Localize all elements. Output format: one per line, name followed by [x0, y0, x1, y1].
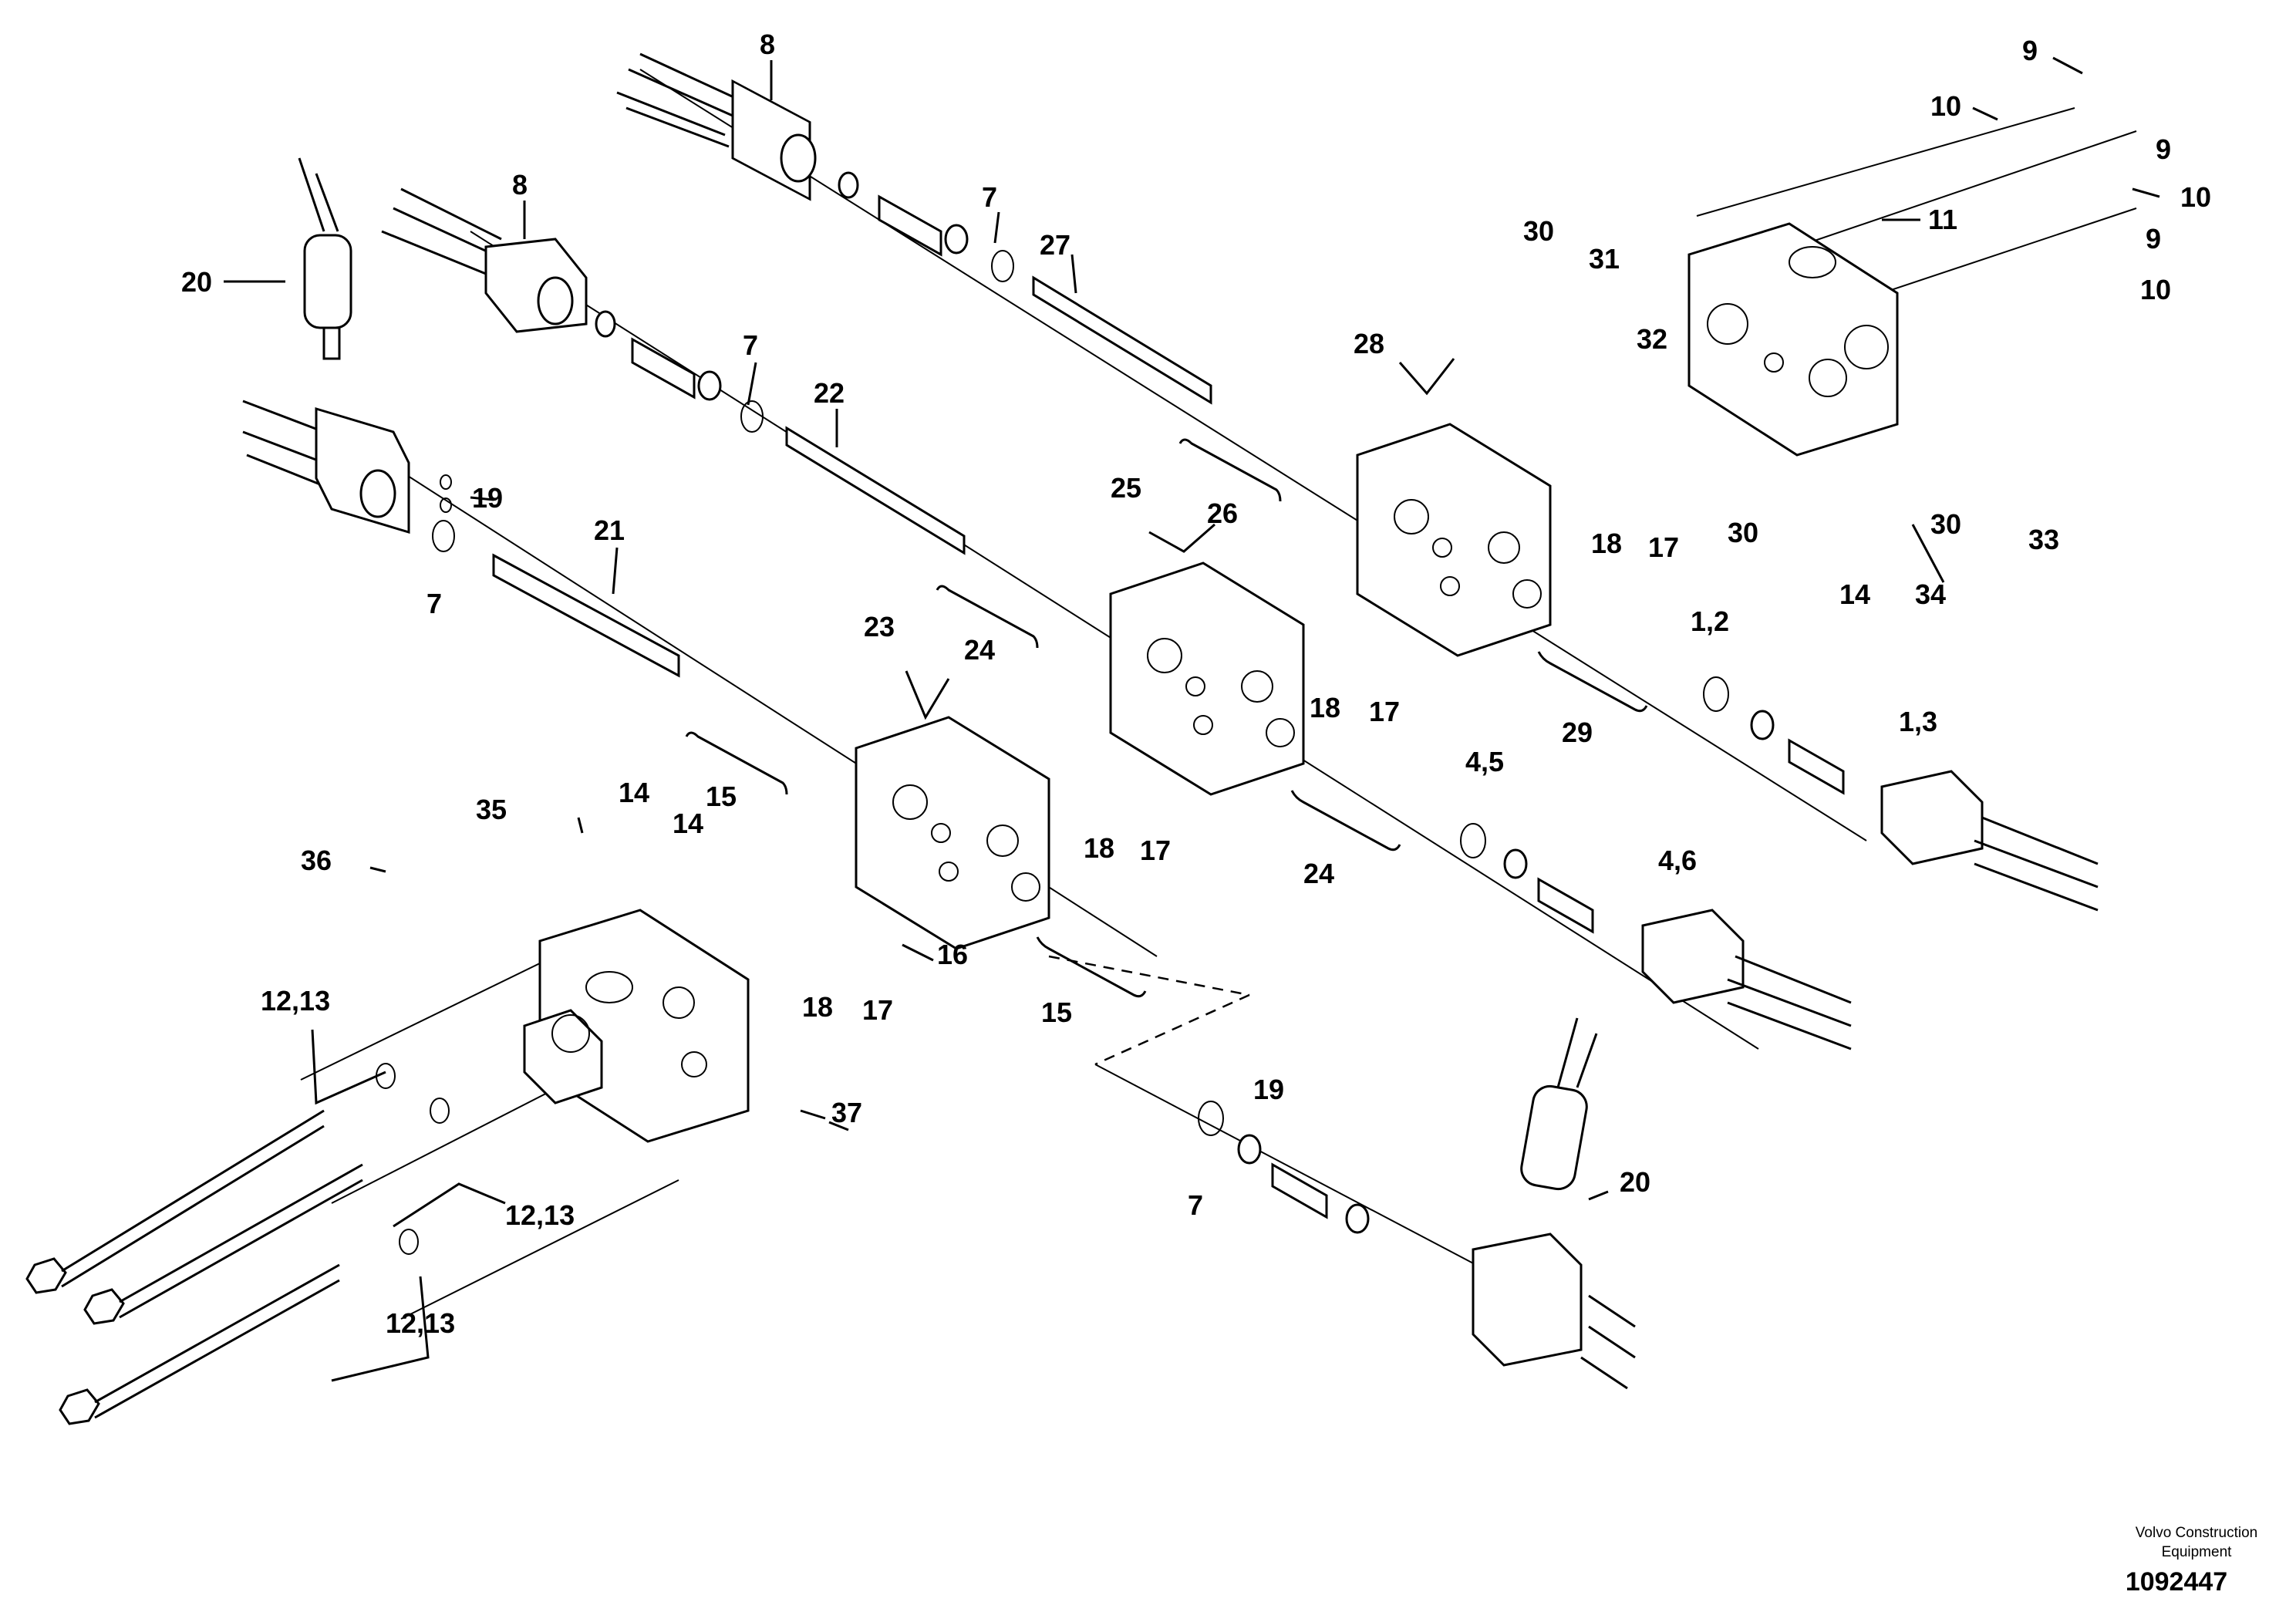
part-label: 1,2 — [1691, 605, 1729, 637]
valve-section-25 — [1109, 561, 1305, 796]
part-label: 17 — [1140, 835, 1171, 866]
part-label: 12,13 — [505, 1199, 575, 1231]
part-label: 23 — [864, 611, 895, 642]
part-label: 18 — [1591, 528, 1622, 559]
part-label: 37 — [831, 1097, 862, 1128]
part-label: 17 — [862, 994, 893, 1026]
part-label: 9 — [2156, 133, 2171, 165]
second-spool-assembly — [381, 187, 966, 555]
part-label: 20 — [181, 266, 212, 298]
part-label: 16 — [937, 939, 968, 970]
part-labels: 8 8 9 9 9 10 10 10 11 30 31 32 30 30 33 … — [181, 29, 2211, 1339]
part-label: 10 — [2180, 181, 2211, 213]
part-label: 10 — [2140, 274, 2171, 305]
part-label: 17 — [1369, 696, 1400, 727]
spring-caps-right — [1460, 676, 2099, 1050]
bottom-right-solenoid-assembly — [1198, 1017, 1636, 1390]
part-label: 4,6 — [1658, 845, 1697, 876]
drawing-number: 1092447 — [2126, 1567, 2227, 1597]
part-label: 9 — [2146, 223, 2161, 255]
company-name-line1: Volvo Construction — [2136, 1525, 2257, 1541]
part-label: 35 — [476, 794, 507, 825]
part-label: 14 — [673, 808, 703, 839]
part-label: 14 — [619, 777, 649, 808]
part-label: 33 — [2028, 524, 2059, 555]
part-label: 11 — [1928, 204, 1957, 235]
part-label: 18 — [1310, 692, 1340, 723]
part-label: 27 — [1040, 229, 1070, 261]
leader-lines — [224, 56, 2160, 1382]
drawing-footer: Volvo Construction Equipment 1092447 — [2126, 1525, 2257, 1597]
part-label: 7 — [982, 181, 997, 213]
company-name-line2: Equipment — [2162, 1544, 2233, 1560]
part-label: 25 — [1111, 472, 1141, 504]
part-label: 32 — [1637, 323, 1667, 355]
part-label: 7 — [743, 329, 758, 361]
part-label: 7 — [1188, 1189, 1203, 1221]
part-label: 19 — [472, 482, 503, 514]
part-label: 12,13 — [386, 1307, 455, 1339]
part-label: 12,13 — [261, 985, 330, 1017]
part-label: 24 — [964, 634, 995, 666]
valve-section-28 — [1356, 423, 1552, 657]
part-label: 17 — [1648, 531, 1679, 563]
part-label: 26 — [1207, 497, 1238, 529]
part-label: 9 — [2022, 35, 2038, 66]
part-label: 19 — [1253, 1074, 1284, 1105]
part-label: 30 — [1930, 508, 1961, 540]
part-label: 8 — [512, 169, 528, 201]
inlet-section-bottom-left — [523, 909, 750, 1143]
tie-rods — [25, 1063, 450, 1425]
end-section-top-right — [1687, 222, 1899, 457]
part-label: 34 — [1915, 578, 1946, 610]
left-solenoid-assembly — [242, 157, 680, 678]
part-label: 30 — [1523, 215, 1554, 247]
part-label: 4,5 — [1465, 746, 1504, 777]
part-label: 14 — [1839, 578, 1870, 610]
part-label: 1,3 — [1899, 706, 1937, 737]
part-label: 18 — [1084, 832, 1114, 864]
part-label: 8 — [760, 29, 775, 60]
part-label: 7 — [426, 588, 442, 619]
part-label: 31 — [1589, 243, 1620, 275]
part-label: 24 — [1303, 858, 1334, 889]
part-label: 15 — [706, 781, 737, 812]
top-spool-assembly — [616, 52, 1212, 405]
part-label: 18 — [802, 991, 833, 1023]
part-label: 15 — [1041, 996, 1072, 1028]
part-label: 29 — [1562, 717, 1593, 748]
valve-section-23 — [855, 716, 1050, 950]
part-label: 21 — [594, 514, 625, 546]
part-label: 28 — [1354, 328, 1384, 359]
part-label: 22 — [814, 377, 845, 409]
part-label: 36 — [301, 845, 332, 876]
part-label: 30 — [1728, 517, 1758, 548]
part-label: 10 — [1930, 90, 1961, 122]
brackets — [685, 438, 1648, 998]
part-label: 20 — [1620, 1166, 1650, 1198]
